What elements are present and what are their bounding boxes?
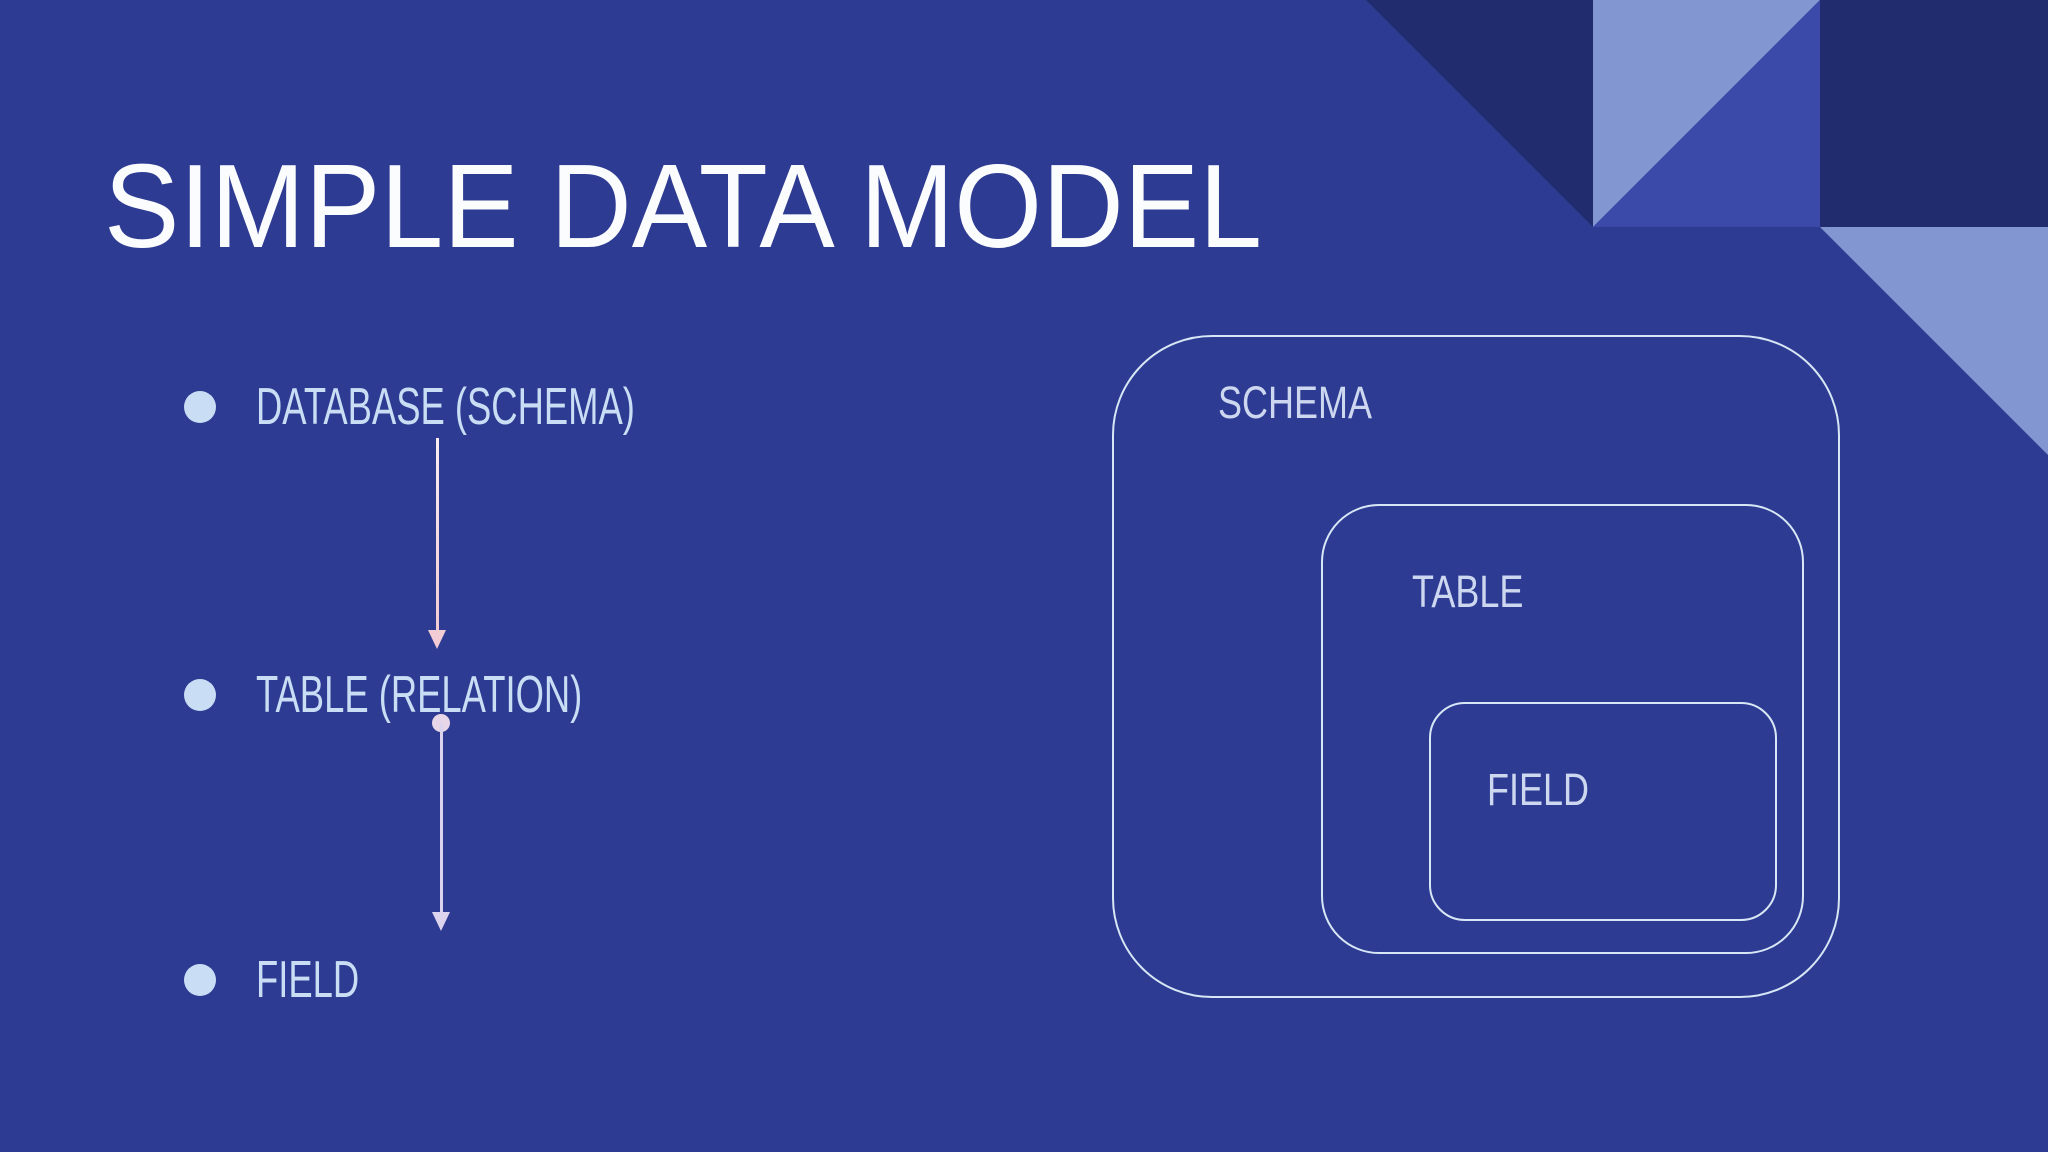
- list-item-database: DATABASE (SCHEMA): [184, 381, 884, 433]
- field-box: FIELD: [1429, 702, 1777, 921]
- schema-box-label: SCHEMA: [1218, 377, 1373, 428]
- decor-dark-square-icon: [1820, 0, 2048, 227]
- arrow-line: [436, 438, 439, 630]
- arrow-down-icon: [428, 630, 446, 649]
- table-box-label: TABLE: [1412, 566, 1524, 617]
- list-item-field: FIELD: [184, 954, 884, 1006]
- list-item-label: TABLE (RELATION): [256, 666, 583, 724]
- bullet-icon: [184, 391, 216, 423]
- slide-title: SIMPLE DATA MODEL: [104, 140, 1262, 273]
- table-box: TABLE: [1321, 504, 1804, 954]
- arrow-down-icon: [432, 912, 450, 931]
- field-box-label: FIELD: [1487, 764, 1590, 815]
- bullet-icon: [184, 679, 216, 711]
- arrow-line: [440, 723, 443, 913]
- schema-box: SCHEMA: [1112, 335, 1840, 998]
- corner-decoration: [1366, 0, 2048, 455]
- list-item-table: TABLE (RELATION): [184, 669, 884, 721]
- list-item-label: DATABASE (SCHEMA): [256, 378, 635, 436]
- bullet-icon: [184, 964, 216, 996]
- list-item-label: FIELD: [256, 951, 360, 1009]
